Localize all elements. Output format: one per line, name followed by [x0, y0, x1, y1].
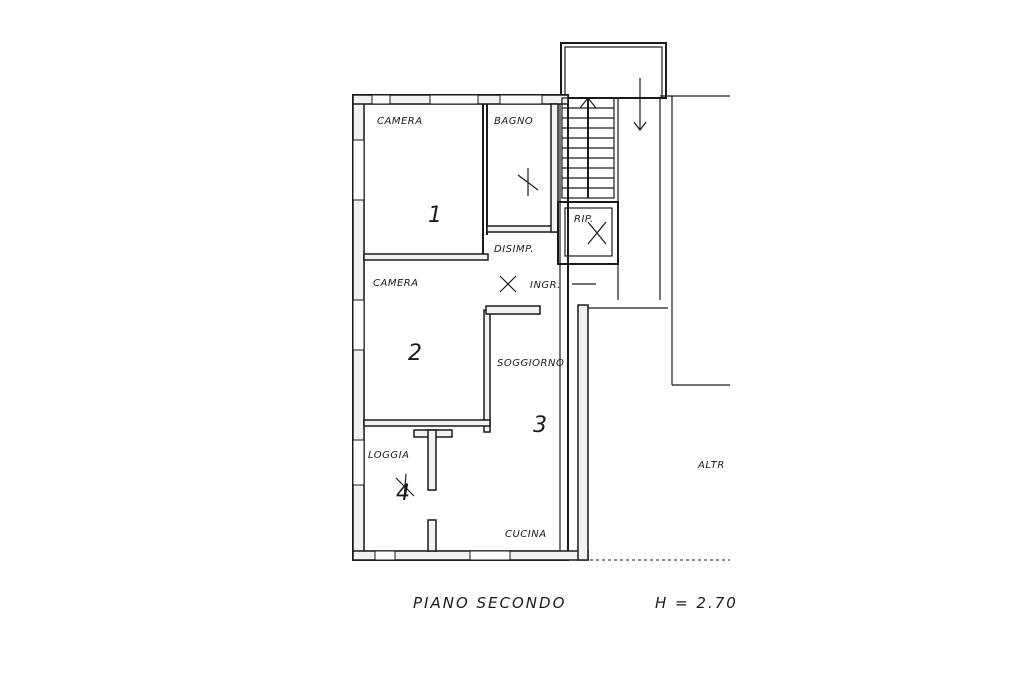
window-north-2 [429, 94, 479, 105]
stair-tower-inner [564, 46, 663, 99]
room-number-loggia: 4 [396, 481, 410, 506]
wall-loggia-stub [427, 519, 437, 552]
floor-title: PIANO SECONDO [413, 594, 566, 612]
stair-arrow-down [633, 78, 647, 131]
light-icon-bagno [517, 168, 539, 196]
window-north-1 [371, 94, 391, 105]
room-label-rip: RIP. [574, 214, 594, 225]
room-label-cucina: CUCINA [505, 529, 547, 540]
room-label-camera-1: CAMERA [377, 116, 423, 127]
wall-bagno-south [486, 225, 558, 233]
light-icon-ingresso [499, 275, 517, 293]
room-number-camera-1: 1 [428, 203, 442, 228]
window-north-3 [499, 94, 543, 105]
window-west-3 [352, 439, 365, 486]
room-label-soggiorno: SOGGIORNO [497, 358, 564, 369]
window-west-1 [352, 139, 365, 201]
room-label-altra: ALTR [697, 460, 725, 471]
light-icon-loggia [395, 473, 415, 501]
stair-tower-outline [560, 42, 667, 99]
wall-bagno-east [550, 103, 559, 233]
room-label-ingr: INGR. [530, 280, 561, 291]
wall-camera2-south [363, 419, 491, 427]
room-number-soggiorno: 3 [533, 413, 547, 438]
wall-ingresso-left [485, 305, 541, 315]
room-label-loggia: LOGGIA [368, 450, 409, 461]
wall-loggia-t-stem [427, 429, 437, 491]
room-label-camera-2: CAMERA [373, 278, 419, 289]
rip-light-icon [587, 221, 607, 245]
window-west-2 [352, 299, 365, 351]
wall-camera1-south [363, 253, 489, 261]
room-label-bagno: BAGNO [494, 116, 533, 127]
outer-wall [352, 94, 569, 561]
window-south-1 [374, 550, 396, 561]
stair-arrow-up [579, 97, 597, 109]
wall-rip-inner [564, 207, 613, 257]
ceiling-height: H = 2.70 [655, 594, 738, 612]
room-label-disimp: DISIMP. [494, 244, 534, 255]
window-south-2 [469, 550, 511, 561]
wall-camera2-east [483, 309, 491, 433]
wall-soggiorno-east [577, 304, 589, 561]
room-number-camera-2: 2 [408, 341, 422, 366]
